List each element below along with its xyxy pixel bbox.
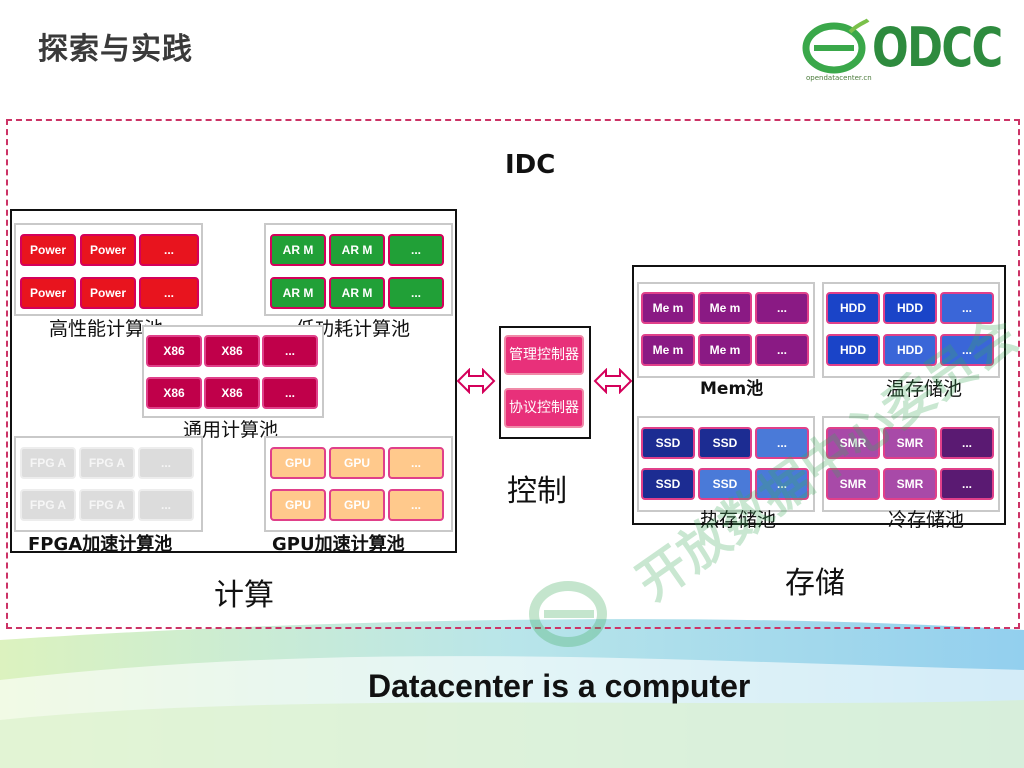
lowpower-cell: AR M <box>329 234 385 266</box>
general-cell: X86 <box>204 377 260 409</box>
control-label: 控制 <box>507 474 567 509</box>
logo-url: opendatacenter.cn <box>806 74 872 82</box>
warm-cell: HDD <box>883 334 937 366</box>
right-double-arrow-icon <box>593 368 633 394</box>
warm-pool-label: 温存储池 <box>886 378 963 400</box>
hpc-pool-label: 高性能计算池 <box>49 318 164 340</box>
gpu-cell: ... <box>388 489 444 521</box>
logo-text: ODCC <box>872 16 1003 79</box>
general-cell: X86 <box>204 335 260 367</box>
lowpower-cell: ... <box>388 277 444 309</box>
warm-cell: ... <box>940 292 994 324</box>
gpu-cell: ... <box>388 447 444 479</box>
protocol-controller: 协议控制器 <box>504 388 584 428</box>
hpc-cell: ... <box>139 234 199 266</box>
mem-cell: ... <box>755 334 809 366</box>
gpu-cell: GPU <box>329 489 385 521</box>
cold-cell: SMR <box>826 468 880 500</box>
general-pool-label: 通用计算池 <box>183 419 279 441</box>
fpga-cell: ... <box>138 447 194 479</box>
gpu-cell: GPU <box>270 447 326 479</box>
hot-cell: SSD <box>641 468 695 500</box>
hpc-cell: Power <box>80 277 136 309</box>
fpga-cell: FPG A <box>20 489 76 521</box>
mem-cell: ... <box>755 292 809 324</box>
warm-cell: HDD <box>883 292 937 324</box>
slide-title: 探索与实践 <box>38 32 193 67</box>
hot-cell: ... <box>755 468 809 500</box>
mem-pool-label: Mem池 <box>700 379 764 399</box>
background-swoosh <box>0 619 1024 768</box>
mem-cell: Me m <box>641 334 695 366</box>
odcc-logo-icon <box>802 18 870 74</box>
cold-pool-label: 冷存储池 <box>888 509 965 531</box>
hpc-cell: Power <box>20 277 76 309</box>
mem-cell: Me m <box>641 292 695 324</box>
lowpower-cell: ... <box>388 234 444 266</box>
gpu-pool-label: GPU加速计算池 <box>272 534 405 555</box>
management-controller: 管理控制器 <box>504 335 584 375</box>
hpc-cell: Power <box>20 234 76 266</box>
general-cell: X86 <box>146 377 202 409</box>
lowpower-pool-label: 低功耗计算池 <box>296 318 411 340</box>
cold-cell: SMR <box>883 427 937 459</box>
hot-cell: SSD <box>698 468 752 500</box>
hpc-cell: ... <box>139 277 199 309</box>
gpu-cell: GPU <box>270 489 326 521</box>
general-cell: X86 <box>146 335 202 367</box>
mem-cell: Me m <box>698 292 752 324</box>
fpga-cell: FPG A <box>79 447 135 479</box>
fpga-cell: FPG A <box>79 489 135 521</box>
hpc-cell: Power <box>80 234 136 266</box>
cold-cell: ... <box>940 427 994 459</box>
general-cell: ... <box>262 377 318 409</box>
gpu-cell: GPU <box>329 447 385 479</box>
warm-cell: ... <box>940 334 994 366</box>
cold-cell: SMR <box>826 427 880 459</box>
watermark-logo-icon <box>529 581 607 647</box>
fpga-pool-label: FPGA加速计算池 <box>28 534 173 555</box>
fpga-cell: FPG A <box>20 447 76 479</box>
lowpower-cell: AR M <box>329 277 385 309</box>
warm-cell: HDD <box>826 292 880 324</box>
cold-cell: ... <box>940 468 994 500</box>
lowpower-cell: AR M <box>270 277 326 309</box>
lowpower-cell: AR M <box>270 234 326 266</box>
warm-cell: HDD <box>826 334 880 366</box>
compute-label: 计算 <box>214 578 274 613</box>
idc-frame <box>6 119 1020 629</box>
idc-label: IDC <box>505 150 556 180</box>
hot-cell: SSD <box>641 427 695 459</box>
hot-cell: SSD <box>698 427 752 459</box>
mem-cell: Me m <box>698 334 752 366</box>
hot-cell: ... <box>755 427 809 459</box>
bottom-caption: Datacenter is a computer <box>368 668 751 704</box>
general-cell: ... <box>262 335 318 367</box>
hot-pool-label: 热存储池 <box>700 509 777 531</box>
storage-label: 存储 <box>785 566 845 601</box>
cold-cell: SMR <box>883 468 937 500</box>
left-double-arrow-icon <box>456 368 496 394</box>
fpga-cell: ... <box>138 489 194 521</box>
